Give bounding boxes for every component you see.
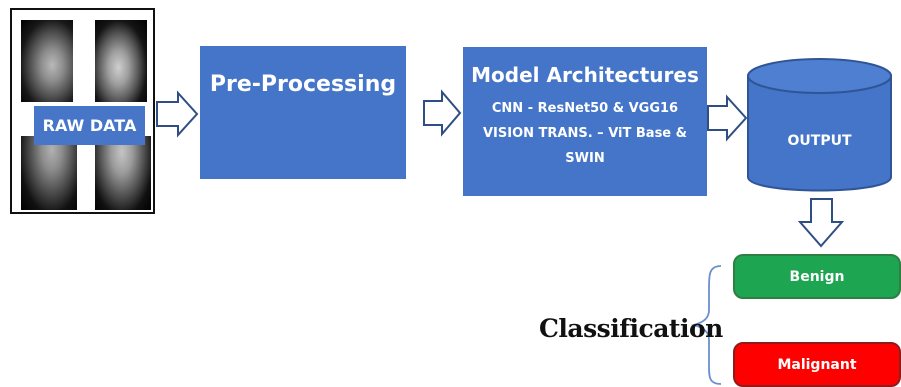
- preprocessing-label: Pre-Processing: [209, 72, 397, 97]
- database-cylinder-icon: [747, 58, 892, 192]
- output-database: OUTPUT: [747, 58, 892, 196]
- raw-data-label: RAW DATA: [34, 106, 145, 145]
- output-label: OUTPUT: [787, 133, 852, 149]
- model-line-cnn: CNN - ResNet50 & VGG16: [491, 101, 679, 116]
- mammogram-thumbnail: [95, 136, 151, 210]
- arrow-right-icon: [156, 90, 199, 138]
- model-architectures-box: Model Architectures CNN - ResNet50 & VGG…: [463, 47, 707, 196]
- preprocessing-box: Pre-Processing: [200, 46, 406, 179]
- classification-label: Classification: [539, 314, 723, 343]
- raw-data-panel: RAW DATA: [10, 8, 155, 214]
- malignant-class-box: Malignant: [733, 342, 901, 387]
- mammogram-thumbnail: [95, 20, 147, 102]
- model-line-vision-transformer: VISION TRANS. – ViT Base &: [482, 126, 687, 141]
- model-line-swin: SWIN: [565, 151, 605, 166]
- classification-brace-icon: [690, 265, 722, 385]
- arrow-right-icon: [423, 89, 462, 137]
- mammogram-thumbnail: [21, 136, 77, 210]
- model-architectures-title: Model Architectures: [471, 63, 699, 87]
- mammogram-thumbnail: [21, 20, 73, 102]
- arrow-down-icon: [797, 198, 845, 248]
- benign-class-box: Benign: [733, 254, 901, 299]
- arrow-right-icon: [707, 94, 748, 142]
